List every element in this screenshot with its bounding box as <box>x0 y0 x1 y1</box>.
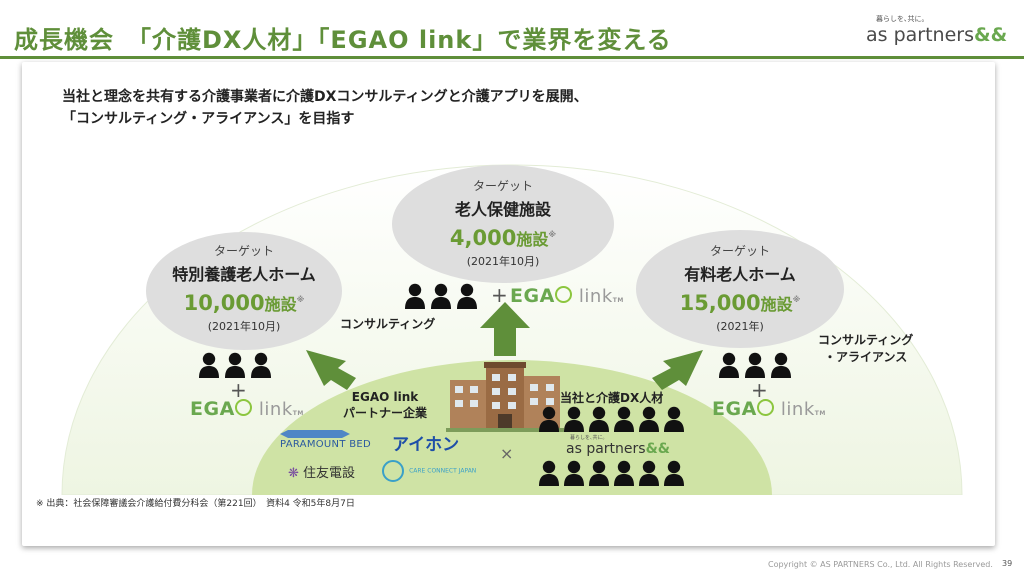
logo-sumitomo-densetsu: ❋ 住友電設 <box>288 466 356 481</box>
people-group-left <box>198 352 272 378</box>
egao-link-logo: EGA linkTM <box>712 398 826 420</box>
brand-logo: as partners&& <box>866 24 1007 46</box>
person-icon <box>198 352 220 378</box>
egao-o-icon <box>554 286 572 303</box>
person-icon <box>613 406 635 432</box>
target-roken: ターゲット 老人保健施設 4,000施設※ (2021年10月) <box>392 165 614 283</box>
plus-sign: + <box>491 283 508 307</box>
target-name: 有料老人ホーム <box>684 265 796 284</box>
person-icon <box>430 283 452 309</box>
copyright: Copyright © AS PARTNERS Co., Ltd. All Ri… <box>768 560 993 569</box>
people-group-staff-bottom <box>538 460 685 486</box>
person-icon <box>588 460 610 486</box>
arrow-right <box>652 350 703 390</box>
person-icon <box>638 460 660 486</box>
person-icon <box>563 406 585 432</box>
target-count: 15,000施設※ <box>679 291 801 315</box>
people-group-right <box>718 352 792 378</box>
arrow-center <box>480 302 530 356</box>
target-label: ターゲット <box>709 244 770 258</box>
brand-mark: && <box>974 24 1008 46</box>
person-icon <box>663 460 685 486</box>
target-date: (2021年10月) <box>466 255 540 268</box>
paramount-bed-icon <box>280 430 350 438</box>
header-rule <box>0 56 1024 59</box>
page-number: 39 <box>1002 559 1013 568</box>
logo-aiphone: アイホン <box>392 435 460 455</box>
staff-brand-logo: 暮らしを､共に｡ as partners&& <box>566 435 670 457</box>
target-count: 4,000施設※ <box>449 226 557 250</box>
person-icon <box>770 352 792 378</box>
brand-tagline: 暮らしを､共に｡ <box>876 15 925 23</box>
egao-link-logo: EGA linkTM <box>190 398 304 420</box>
plus-sign: + <box>751 378 768 402</box>
person-icon <box>588 406 610 432</box>
person-icon <box>538 460 560 486</box>
times-sign: × <box>500 444 514 463</box>
person-icon <box>250 352 272 378</box>
person-icon <box>404 283 426 309</box>
person-icon <box>538 406 560 432</box>
arrow-left <box>306 350 356 390</box>
target-name: 老人保健施設 <box>454 200 551 219</box>
target-label: ターゲット <box>472 179 533 193</box>
target-label: ターゲット <box>213 244 274 258</box>
person-icon <box>744 352 766 378</box>
lead-text-line-1: 当社と理念を共有する介護事業者に介護DXコンサルティングと介護アプリを展開、 <box>62 89 588 105</box>
person-icon <box>224 352 246 378</box>
egao-o-icon <box>234 399 252 416</box>
label-staff: 当社と介護DX人材 <box>560 391 664 405</box>
sumitomo-mark-icon: ❋ <box>288 466 299 481</box>
label-partner-companies: EGAO link パートナー企業 <box>343 390 428 420</box>
person-icon <box>718 352 740 378</box>
plus-sign: + <box>230 378 247 402</box>
person-icon <box>638 406 660 432</box>
target-date: (2021年) <box>716 320 764 333</box>
lead-text-line-2: 「コンサルティング・アライアンス」を目指す <box>62 111 355 127</box>
source-note: ※ 出典：社会保障審議会介護給付費分科会（第221回） 資料4 令和5年8月7日 <box>36 499 355 509</box>
building-icon <box>446 362 564 432</box>
slide-title: 成長機会 「介護DX人材」「EGAO link」で業界を変える <box>14 26 672 54</box>
people-group-center <box>404 283 478 309</box>
person-icon <box>613 460 635 486</box>
brand-name: as partners <box>866 24 974 46</box>
logo-paramount-bed: PARAMOUNT BED <box>280 430 371 450</box>
people-group-staff-top <box>538 406 685 432</box>
label-consulting-alliance: コンサルティング ・アライアンス <box>818 333 914 364</box>
target-tokuyo: ターゲット 特別養護老人ホーム 10,000施設※ (2021年10月) <box>146 232 342 350</box>
target-date: (2021年10月) <box>207 320 281 333</box>
target-name: 特別養護老人ホーム <box>172 265 316 284</box>
logo-care-connect-japan: CARE CONNECT JAPAN <box>382 460 476 482</box>
egao-link-logo: EGA linkTM <box>510 285 624 307</box>
egao-o-icon <box>756 399 774 416</box>
person-icon <box>663 406 685 432</box>
target-count: 10,000施設※ <box>183 291 305 315</box>
label-consulting: コンサルティング <box>340 317 436 331</box>
person-icon <box>456 283 478 309</box>
care-connect-icon <box>382 460 404 482</box>
target-yuryo: ターゲット 有料老人ホーム 15,000施設※ (2021年) <box>636 230 844 348</box>
person-icon <box>563 460 585 486</box>
